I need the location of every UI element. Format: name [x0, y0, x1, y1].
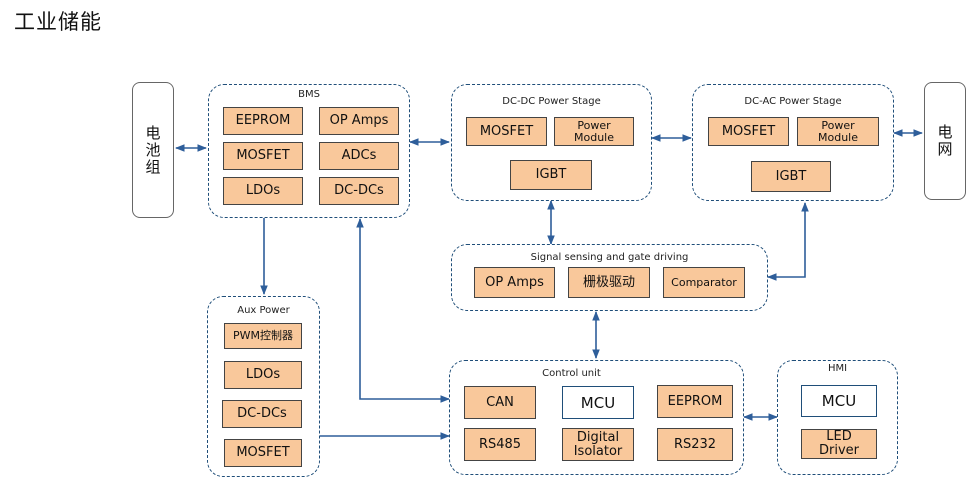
dcac-power-module-block: Power Module	[797, 117, 879, 146]
signal-label: Signal sensing and gate driving	[530, 252, 689, 263]
hmi-group: HMI MCU LED Driver	[777, 360, 898, 475]
arrow-dcac-signal	[767, 202, 809, 281]
control-unit-group: Control unit CAN MCU EEPROM RS485 Digita…	[449, 360, 744, 475]
aux-mosfet-block: MOSFET	[224, 439, 302, 467]
hmi-led-driver-block: LED Driver	[801, 429, 877, 459]
dcdc-mosfet-block: MOSFET	[466, 117, 547, 146]
dcac-label: DC-AC Power Stage	[744, 96, 842, 107]
dcdc-igbt-block: IGBT	[510, 160, 592, 190]
control-digital-isolator-block: Digital Isolator	[562, 428, 634, 461]
aux-power-group: Aux Power PWM控制器 LDOs DC-DCs MOSFET	[207, 296, 320, 477]
control-mcu-block: MCU	[562, 386, 634, 419]
control-rs232-block: RS232	[657, 428, 733, 461]
dcac-group: DC-AC Power Stage MOSFET Power Module IG…	[692, 84, 894, 201]
aux-power-label: Aux Power	[237, 305, 290, 316]
signal-comparator-block: Comparator	[663, 267, 745, 298]
bms-label: BMS	[298, 89, 320, 100]
control-eeprom-block: EEPROM	[657, 385, 733, 418]
control-rs485-block: RS485	[464, 428, 536, 461]
page-title: 工业储能	[14, 10, 102, 34]
bms-group: BMS EEPROM OP Amps MOSFET ADCs LDOs DC-D…	[208, 84, 410, 218]
aux-dc-dcs-block: DC-DCs	[222, 400, 302, 428]
bms-ldos-block: LDOs	[223, 177, 303, 205]
bms-adcs-block: ADCs	[319, 142, 399, 170]
dcac-mosfet-block: MOSFET	[708, 117, 789, 146]
hmi-label: HMI	[827, 363, 848, 374]
signal-gate-driver-block: 栅极驱动	[568, 267, 650, 298]
hmi-mcu-block: MCU	[801, 385, 877, 417]
signal-group: Signal sensing and gate driving OP Amps …	[451, 244, 768, 311]
dcac-igbt-block: IGBT	[751, 161, 831, 192]
aux-pwm-controller-block: PWM控制器	[224, 323, 302, 349]
aux-ldos-block: LDOs	[224, 361, 302, 389]
dcdc-power-module-block: Power Module	[554, 117, 634, 146]
bms-op-amps-block: OP Amps	[319, 107, 399, 135]
bms-eeprom-block: EEPROM	[223, 107, 303, 135]
control-unit-label: Control unit	[542, 368, 601, 379]
control-can-block: CAN	[464, 386, 536, 419]
arrow-control-bms	[356, 218, 450, 403]
bms-mosfet-block: MOSFET	[223, 142, 303, 170]
power-grid: 电网	[924, 82, 966, 200]
bms-dc-dcs-block: DC-DCs	[319, 177, 399, 205]
battery-pack: 电池组	[132, 82, 174, 218]
dcdc-label: DC-DC Power Stage	[502, 96, 601, 107]
dcdc-group: DC-DC Power Stage MOSFET Power Module IG…	[451, 84, 652, 201]
signal-op-amps-block: OP Amps	[474, 267, 555, 298]
